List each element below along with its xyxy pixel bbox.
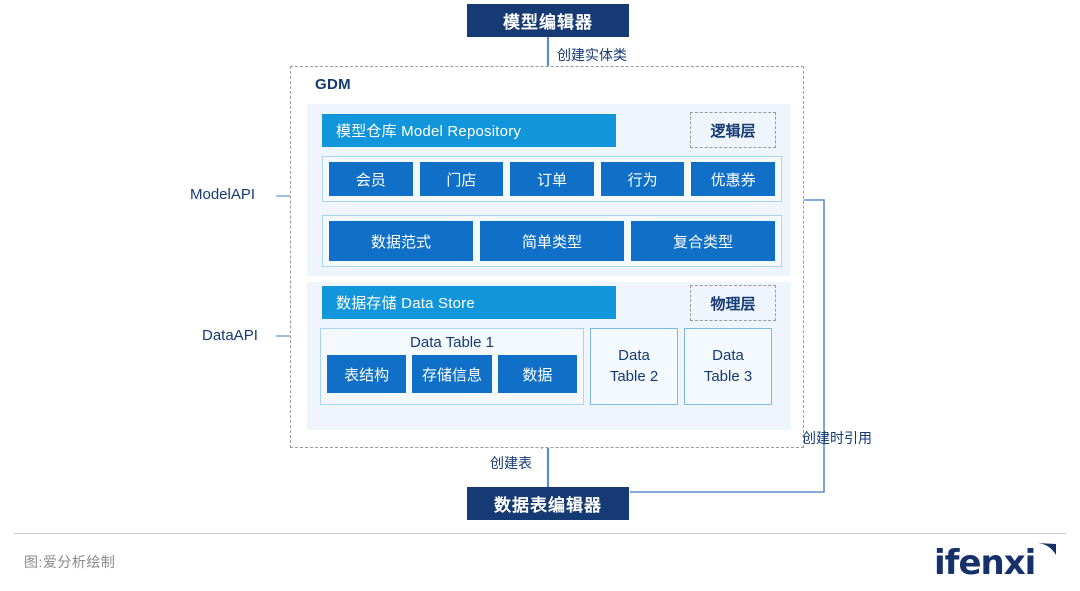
model-api-label: ModelAPI <box>190 186 256 203</box>
edge-table-editor-to-logical <box>630 199 825 493</box>
ifenxi-logo-text: ifenxi <box>934 543 1036 583</box>
data-table-1-title: Data Table 1 <box>410 334 494 351</box>
type-tile[interactable]: 简单类型 <box>480 221 624 261</box>
data-store-label: 数据存储 Data Store <box>336 295 475 312</box>
table-editor-box[interactable]: 数据表编辑器 <box>467 487 629 520</box>
data-table-1-tiles: 表结构 存储信息 数据 <box>327 355 577 393</box>
data-table-3-label: Data Table 3 <box>703 347 753 385</box>
edge-label-create-entity: 创建实体类 <box>557 47 627 63</box>
data-table-2-card[interactable]: Data Table 2 <box>590 328 678 405</box>
table-editor-label: 数据表编辑器 <box>494 496 602 515</box>
logical-layer-badge: 逻辑层 <box>690 112 776 148</box>
entity-tile[interactable]: 会员 <box>329 162 413 196</box>
data-table-1-tile[interactable]: 数据 <box>497 355 577 393</box>
data-table-1-card[interactable]: Data Table 1 表结构 存储信息 数据 <box>320 328 584 405</box>
model-repository-label: 模型仓库 Model Repository <box>336 123 522 140</box>
data-table-2-label: Data Table 2 <box>609 347 659 385</box>
data-store-bar: 数据存储 Data Store <box>322 286 616 319</box>
entity-tile[interactable]: 优惠券 <box>691 162 775 196</box>
model-editor-box[interactable]: 模型编辑器 <box>467 4 629 37</box>
physical-layer-badge: 物理层 <box>690 285 776 321</box>
entity-tile[interactable]: 订单 <box>510 162 594 196</box>
gdm-label: GDM <box>315 76 351 93</box>
data-table-1-tile[interactable]: 表结构 <box>327 355 407 393</box>
footer-credit: 图:爱分析绘制 <box>24 554 116 570</box>
logo-swoosh-icon <box>1038 543 1056 555</box>
footer-divider <box>14 533 1066 534</box>
ifenxi-logo: ifenxi <box>934 543 1058 585</box>
entity-tile[interactable]: 行为 <box>600 162 685 196</box>
data-table-1-tile[interactable]: 存储信息 <box>412 355 492 393</box>
edge-label-reference-on-create: 创建时引用 <box>802 430 872 446</box>
entity-tile[interactable]: 门店 <box>419 162 504 196</box>
entity-tiles-row: 会员 门店 订单 行为 优惠券 <box>322 156 782 202</box>
edge-label-create-table: 创建表 <box>490 455 532 471</box>
type-tile[interactable]: 数据范式 <box>329 221 473 261</box>
model-editor-label: 模型编辑器 <box>503 13 593 32</box>
type-tiles-row: 数据范式 简单类型 复合类型 <box>322 215 782 267</box>
data-api-label: DataAPI <box>202 327 258 344</box>
type-tile[interactable]: 复合类型 <box>631 221 775 261</box>
model-repository-bar: 模型仓库 Model Repository <box>322 114 616 147</box>
data-table-3-card[interactable]: Data Table 3 <box>684 328 772 405</box>
